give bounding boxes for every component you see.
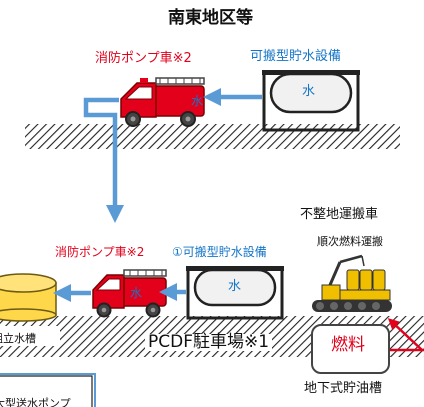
upper-pump-water-text: 水 bbox=[191, 94, 204, 108]
upper-ground-hatch bbox=[25, 124, 400, 149]
lower-pump-truck bbox=[92, 269, 167, 318]
bottom-pump-frame bbox=[0, 375, 93, 407]
lower-storage-label: ①可搬型貯水設備 bbox=[172, 245, 267, 259]
assembled-water-tank bbox=[0, 273, 60, 346]
upper-storage-equipment bbox=[262, 70, 360, 132]
rough-vehicle-label: 不整地運搬車 bbox=[300, 207, 379, 222]
upper-storage-label: 可搬型貯水設備 bbox=[250, 49, 342, 64]
underground-tank-label: 地下式貯油槽 bbox=[304, 381, 383, 396]
bottom-pump-label: 大型送水ポンプ bbox=[0, 397, 71, 407]
rough-terrain-vehicle bbox=[312, 254, 392, 312]
lower-storage-water-text: 水 bbox=[228, 279, 242, 294]
bottom-pump-outline bbox=[0, 373, 96, 407]
parking-label: PCDF駐車場※1 bbox=[145, 334, 273, 351]
lower-pump-water-text: 水 bbox=[130, 286, 143, 300]
lower-pump-label: 消防ポンプ車※2 bbox=[55, 245, 145, 259]
upper-storage-water-text: 水 bbox=[302, 84, 316, 99]
fuel-label: 燃料 bbox=[331, 335, 365, 355]
page-title: 南東地区等 bbox=[168, 8, 253, 28]
assembled-tank-label: 組立水槽 bbox=[0, 332, 36, 345]
upper-pump-truck bbox=[120, 77, 205, 127]
fuel-arrow-to-vehicle bbox=[387, 318, 423, 351]
rough-vehicle-sublabel: 順次燃料運搬 bbox=[317, 235, 383, 248]
lower-storage-equipment bbox=[186, 266, 284, 320]
fuel-box bbox=[311, 324, 390, 374]
arrow-upper-pump-to-lower-pump bbox=[83, 97, 124, 223]
upper-pump-label: 消防ポンプ車※2 bbox=[95, 51, 192, 66]
